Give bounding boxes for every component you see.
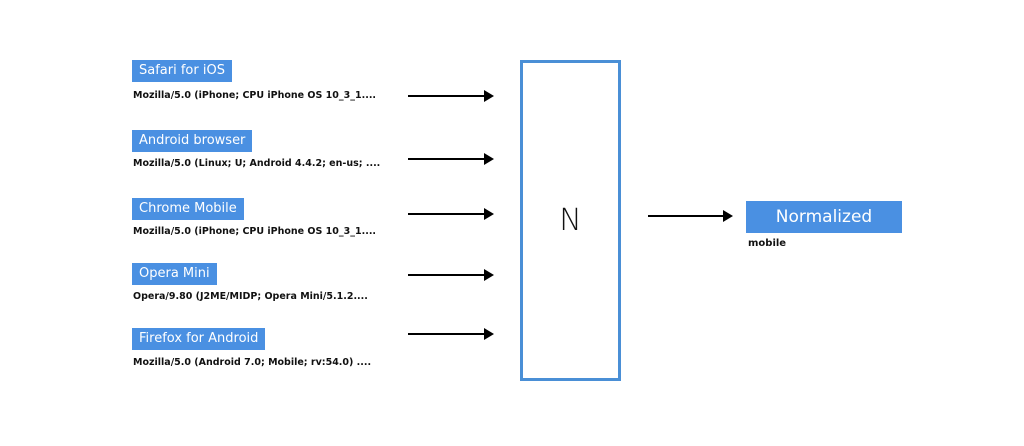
arrow-icon: [408, 328, 494, 340]
user-agent-firefox: Mozilla/5.0 (Android 7.0; Mobile; rv:54.…: [133, 357, 372, 368]
arrow-icon: [648, 210, 733, 222]
arrow-icon: [408, 208, 494, 220]
browser-label-opera: Opera Mini: [132, 263, 217, 285]
user-agent-safari: Mozilla/5.0 (iPhone; CPU iPhone OS 10_3_…: [133, 90, 377, 101]
browser-label-chrome: Chrome Mobile: [132, 198, 244, 220]
browser-label-safari: Safari for iOS: [132, 60, 232, 82]
browser-label-firefox: Firefox for Android: [132, 328, 266, 350]
user-agent-opera: Opera/9.80 (J2ME/MIDP; Opera Mini/5.1.2.…: [133, 291, 368, 302]
user-agent-chrome: Mozilla/5.0 (iPhone; CPU iPhone OS 10_3_…: [133, 226, 377, 237]
normalizer-label: N: [559, 203, 582, 238]
normalizer-box: N: [520, 60, 621, 381]
user-agent-android: Mozilla/5.0 (Linux; U; Android 4.4.2; en…: [133, 158, 381, 169]
browser-label-android: Android browser: [132, 130, 253, 152]
arrow-icon: [408, 90, 494, 102]
arrow-icon: [408, 269, 494, 281]
arrow-icon: [408, 153, 494, 165]
normalized-output-value: mobile: [748, 238, 787, 249]
normalized-output-label: Normalized: [746, 201, 902, 233]
